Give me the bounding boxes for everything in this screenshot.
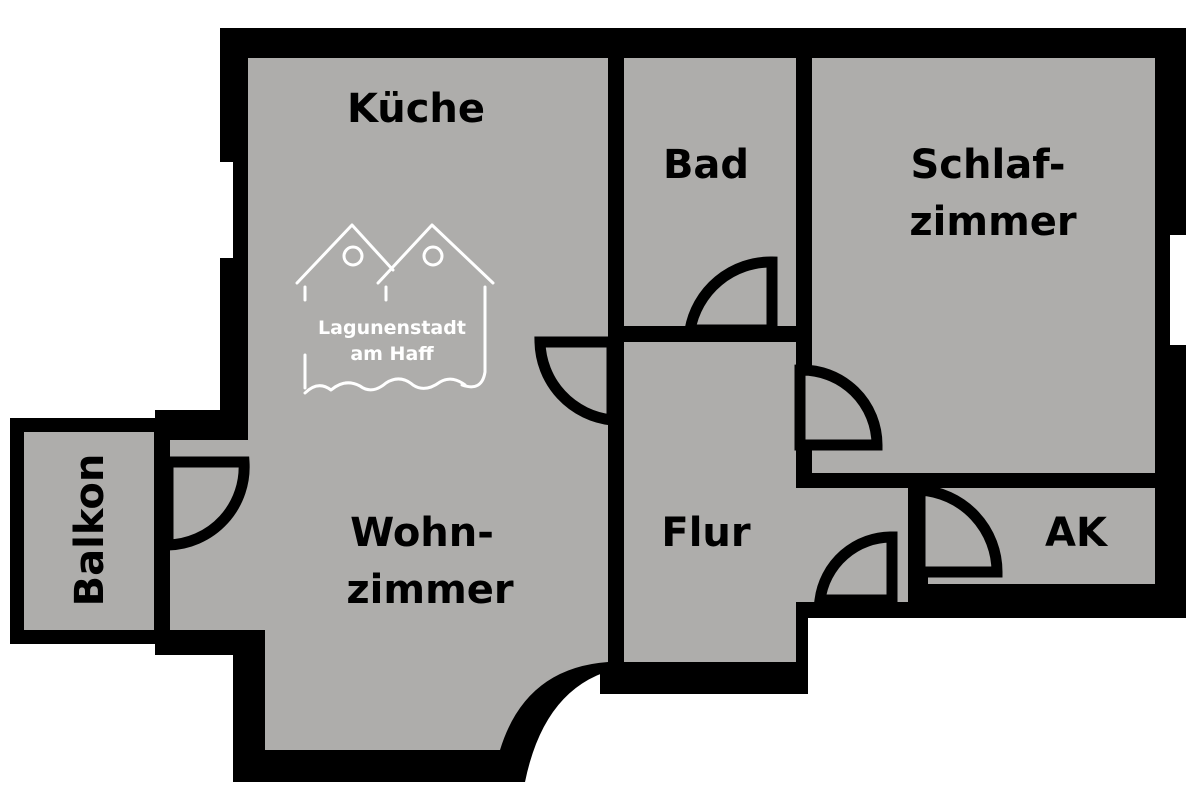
window-schlafzimmer (1170, 235, 1186, 345)
room-label-wohnzimmer-2: zimmer (346, 567, 513, 613)
logo-line-2: am Haff (350, 343, 434, 365)
room-label-schlafzimmer-2: zimmer (909, 199, 1076, 245)
floor-flur (624, 342, 796, 662)
door-balkon (162, 456, 250, 551)
windows (220, 162, 1186, 345)
house-left-window (342, 245, 364, 267)
room-label-kueche: Küche (347, 86, 485, 132)
room-label-balkon: Balkon (67, 454, 113, 607)
logo-line-1: Lagunenstadt (318, 317, 466, 339)
house-left-roof (295, 223, 395, 285)
floor-balkon (24, 432, 154, 630)
door-bad (683, 256, 778, 336)
room-label-ak: AK (1045, 510, 1109, 556)
room-label-wohnzimmer-1: Wohn- (350, 510, 494, 556)
room-label-schlafzimmer-1: Schlaf- (911, 142, 1066, 188)
house-right-roof (376, 223, 495, 285)
room-label-flur: Flur (661, 510, 751, 556)
two-houses-waves-icon (295, 223, 495, 395)
doors (162, 256, 1003, 606)
house-right-window (422, 245, 444, 267)
door-wohnzimmer (534, 336, 618, 427)
floor-kueche-wohnzimmer (170, 58, 608, 750)
door-ak (914, 484, 1003, 578)
door-schlafzimmer (794, 364, 883, 451)
room-label-bad: Bad (663, 142, 749, 188)
waves (303, 377, 467, 395)
floors (24, 58, 1155, 750)
door-abstell (813, 531, 898, 606)
window-kueche (220, 162, 233, 258)
